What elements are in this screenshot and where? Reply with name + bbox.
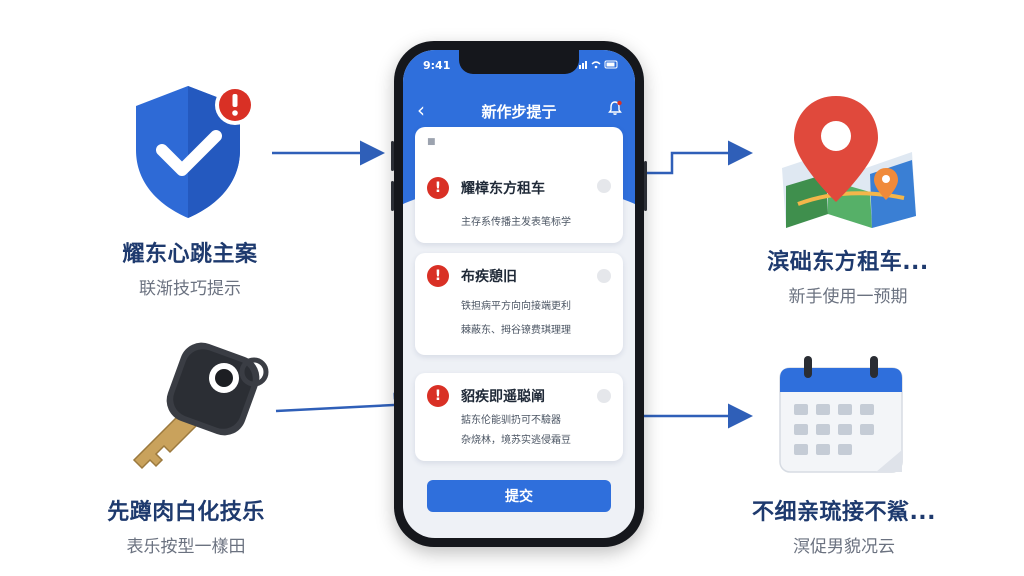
alert-line: 掂东伦能驯扔可不驗器 bbox=[461, 415, 561, 426]
back-icon[interactable]: ‹ bbox=[417, 98, 425, 122]
key-title: 先蹲肉白化技乐 bbox=[107, 500, 265, 525]
alert-title: 貂疾即遥聪阐 bbox=[461, 389, 545, 405]
alert-title: 布疾憩旧 bbox=[461, 269, 517, 285]
alert-card[interactable]: ■ ! 耀樟东方租车 主存系传播主发表笔标学 bbox=[415, 127, 623, 243]
status-icons bbox=[579, 59, 619, 72]
key-subtitle: 表乐按型一樣田 bbox=[126, 537, 246, 557]
car-key-icon bbox=[120, 342, 270, 474]
volume-up-button bbox=[391, 141, 394, 171]
calendar-subtitle: 溟促男貌况云 bbox=[793, 537, 895, 557]
card-chip-icon: ■ bbox=[427, 137, 436, 147]
alert-line: 棘蔽东、拇谷镣费琪理理 bbox=[461, 325, 571, 336]
security-title: 耀东心跳主案 bbox=[122, 242, 258, 267]
status-dot-icon bbox=[597, 179, 611, 193]
map-title: 滨础东方租车... bbox=[767, 250, 929, 275]
bell-icon[interactable] bbox=[607, 100, 623, 120]
app-bar: ‹ 新作步提亍 bbox=[403, 96, 635, 124]
alert-icon: ! bbox=[427, 265, 449, 287]
status-bar: 9:41 bbox=[403, 58, 635, 74]
volume-down-button bbox=[391, 181, 394, 211]
phone-mockup: 9:41 ‹ 新作步提亍 bbox=[391, 41, 647, 547]
status-time: 9:41 bbox=[423, 59, 451, 72]
status-dot-icon bbox=[597, 389, 611, 403]
power-button bbox=[644, 161, 647, 211]
alert-header: ! 耀樟东方租车 bbox=[427, 177, 545, 199]
security-caption: 耀东心跳主案 联渐技巧提示 bbox=[80, 236, 300, 299]
alert-title: 耀樟东方租车 bbox=[461, 181, 545, 197]
shield-check-icon bbox=[128, 80, 268, 220]
alert-card[interactable]: ! 布疾憩旧 铁担病平方向向接端更利 棘蔽东、拇谷镣费琪理理 bbox=[415, 253, 623, 355]
calendar-icon bbox=[776, 354, 906, 476]
alert-icon: ! bbox=[427, 385, 449, 407]
alert-line: 杂烧林，境苏实逃侵霜豆 bbox=[461, 435, 571, 446]
alert-card[interactable]: ! 貂疾即遥聪阐 掂东伦能驯扔可不驗器 杂烧林，境苏实逃侵霜豆 bbox=[415, 373, 623, 461]
alert-icon: ! bbox=[427, 177, 449, 199]
page-title: 新作步提亍 bbox=[481, 103, 557, 121]
calendar-title: 不细亲琉接不鯊... bbox=[751, 500, 937, 525]
alert-line: 铁担病平方向向接端更利 bbox=[461, 301, 571, 312]
alert-line: 主存系传播主发表笔标学 bbox=[461, 217, 571, 228]
phone-notch bbox=[459, 50, 579, 74]
alert-header: ! 貂疾即遥聪阐 bbox=[427, 385, 545, 407]
phone-screen: 9:41 ‹ 新作步提亍 bbox=[403, 50, 635, 538]
security-subtitle: 联渐技巧提示 bbox=[139, 279, 241, 299]
status-dot-icon bbox=[597, 269, 611, 283]
alert-header: ! 布疾憩旧 bbox=[427, 265, 517, 287]
map-subtitle: 新手使用一预期 bbox=[788, 287, 908, 307]
map-caption: 滨础东方租车... 新手使用一预期 bbox=[738, 244, 958, 307]
key-caption: 先蹲肉白化技乐 表乐按型一樣田 bbox=[76, 494, 296, 557]
map-pin-icon bbox=[776, 90, 922, 230]
submit-button[interactable]: 提交 bbox=[427, 480, 611, 512]
calendar-caption: 不细亲琉接不鯊... 溟促男貌况云 bbox=[734, 494, 954, 557]
